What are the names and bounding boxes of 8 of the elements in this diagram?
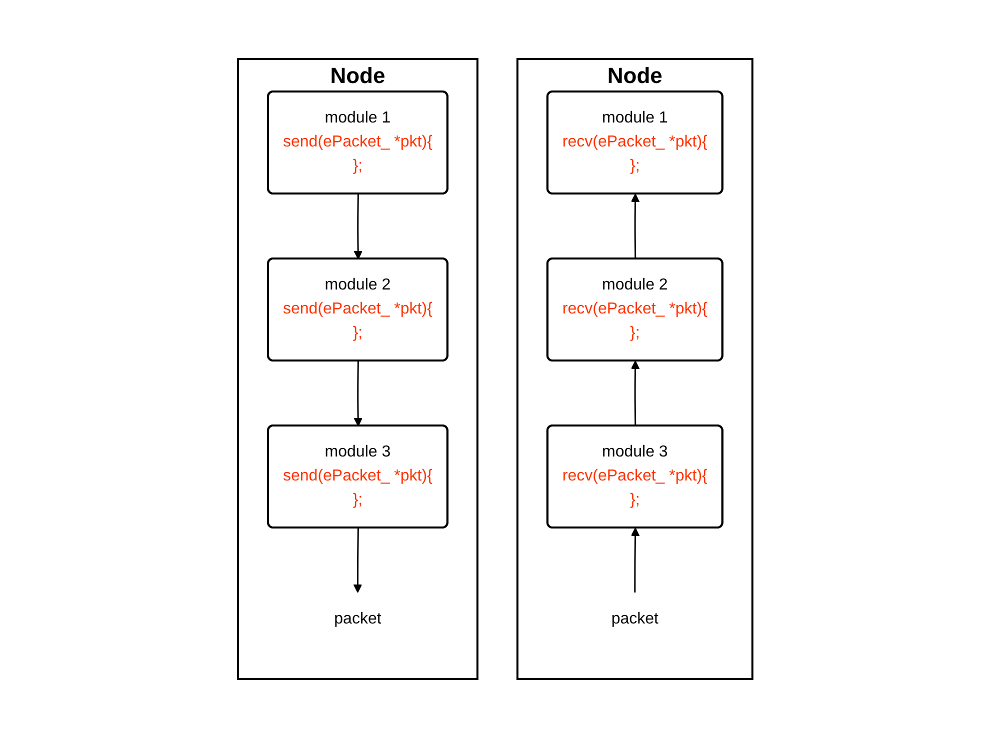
arrow	[354, 194, 363, 260]
arrow	[631, 194, 640, 260]
node-text: packet	[334, 610, 382, 628]
arrow	[354, 528, 362, 593]
arrow	[631, 360, 640, 426]
node-text: packet	[612, 610, 659, 628]
arrow	[631, 528, 640, 592]
arrow	[354, 360, 363, 426]
